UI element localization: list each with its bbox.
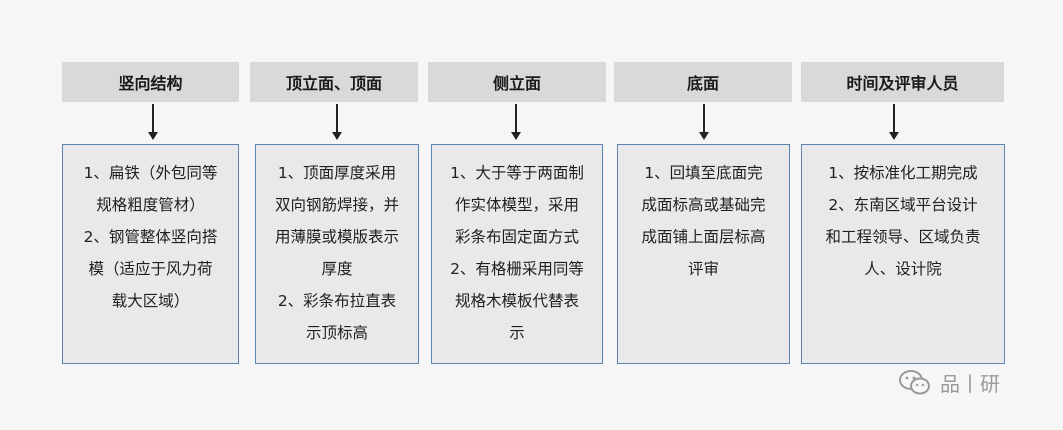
content-box-side-facade: 1、大于等于两面制 作实体模型，采用 彩条布固定面方式 2、有格栅采用同等 规格… <box>431 144 603 364</box>
content-box-top-facade: 1、顶面厚度采用 双向钢筋焊接，并 用薄膜或模版表示 厚度 2、彩条布拉直表 示… <box>255 144 419 364</box>
text-line: 1、大于等于两面制 <box>450 164 584 182</box>
text-line: 模（适应于风力荷 <box>88 260 213 278</box>
text-line: 成面铺上面层标高 <box>641 228 766 246</box>
text-line: 2、有格栅采用同等 <box>450 260 584 278</box>
content-box-vertical-structure: 1、扁铁（外包同等 规格粗度管材） 2、钢管整体竖向搭 模（适应于风力荷 载大区… <box>62 144 239 364</box>
text-line: 双向钢筋焊接，并 <box>274 196 399 214</box>
header-time-reviewers: 时间及评审人员 <box>801 62 1004 102</box>
text-line: 示 <box>509 324 525 342</box>
text-line: 评审 <box>687 260 719 278</box>
text-line: 1、按标准化工期完成 <box>828 164 978 182</box>
arrow-down-icon <box>511 104 521 140</box>
watermark-text: 品丨研 <box>940 372 1000 396</box>
text-line: 规格木模板代替表 <box>454 292 579 310</box>
text-line: 1、顶面厚度采用 <box>277 164 397 182</box>
text-line: 成面标高或基础完 <box>641 196 766 214</box>
header-top-facade: 顶立面、顶面 <box>250 62 418 102</box>
text-line: 规格粗度管材） <box>96 196 205 214</box>
wechat-icon <box>899 369 930 394</box>
text-line: 2、彩条布拉直表 <box>277 292 397 310</box>
header-side-facade: 侧立面 <box>428 62 606 102</box>
content-box-time-reviewers: 1、按标准化工期完成 2、东南区域平台设计 和工程领导、区域负责 人、设计院 <box>801 144 1005 364</box>
text-line: 彩条布固定面方式 <box>454 228 579 246</box>
text-line: 1、回填至底面完 <box>644 164 763 182</box>
text-line: 1、扁铁（外包同等 <box>83 164 218 182</box>
text-line: 作实体模型，采用 <box>454 196 579 214</box>
header-bottom-face: 底面 <box>614 62 792 102</box>
text-line: 载大区域） <box>111 292 190 310</box>
text-line: 用薄膜或模版表示 <box>274 228 399 246</box>
text-line: 厚度 <box>321 260 353 278</box>
text-line: 2、东南区域平台设计 <box>828 196 978 214</box>
content-box-bottom-face: 1、回填至底面完 成面标高或基础完 成面铺上面层标高 评审 <box>617 144 790 364</box>
text-line: 和工程领导、区域负责 <box>825 228 981 246</box>
arrow-down-icon <box>148 104 158 140</box>
text-line: 人、设计院 <box>864 260 942 278</box>
watermark: 品丨研 <box>898 368 1000 397</box>
arrow-down-icon <box>889 104 899 140</box>
text-line: 2、钢管整体竖向搭 <box>83 228 218 246</box>
header-vertical-structure: 竖向结构 <box>62 62 239 102</box>
arrow-down-icon <box>699 104 709 140</box>
arrow-down-icon <box>332 104 342 140</box>
text-line: 示顶标高 <box>305 324 368 342</box>
